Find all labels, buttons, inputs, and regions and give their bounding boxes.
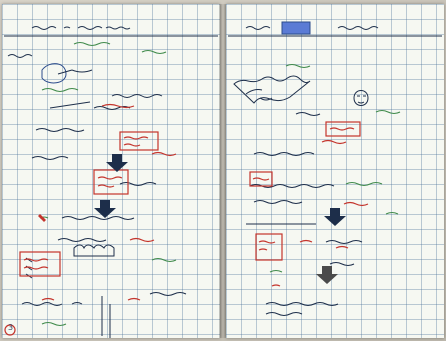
- open-notebook: 3: [2, 4, 444, 338]
- right-page-handwriting: [226, 4, 444, 338]
- left-page: 3: [2, 4, 220, 338]
- left-page-handwriting: [2, 4, 220, 338]
- left-page-number: 3: [8, 323, 13, 332]
- right-page: [226, 4, 444, 338]
